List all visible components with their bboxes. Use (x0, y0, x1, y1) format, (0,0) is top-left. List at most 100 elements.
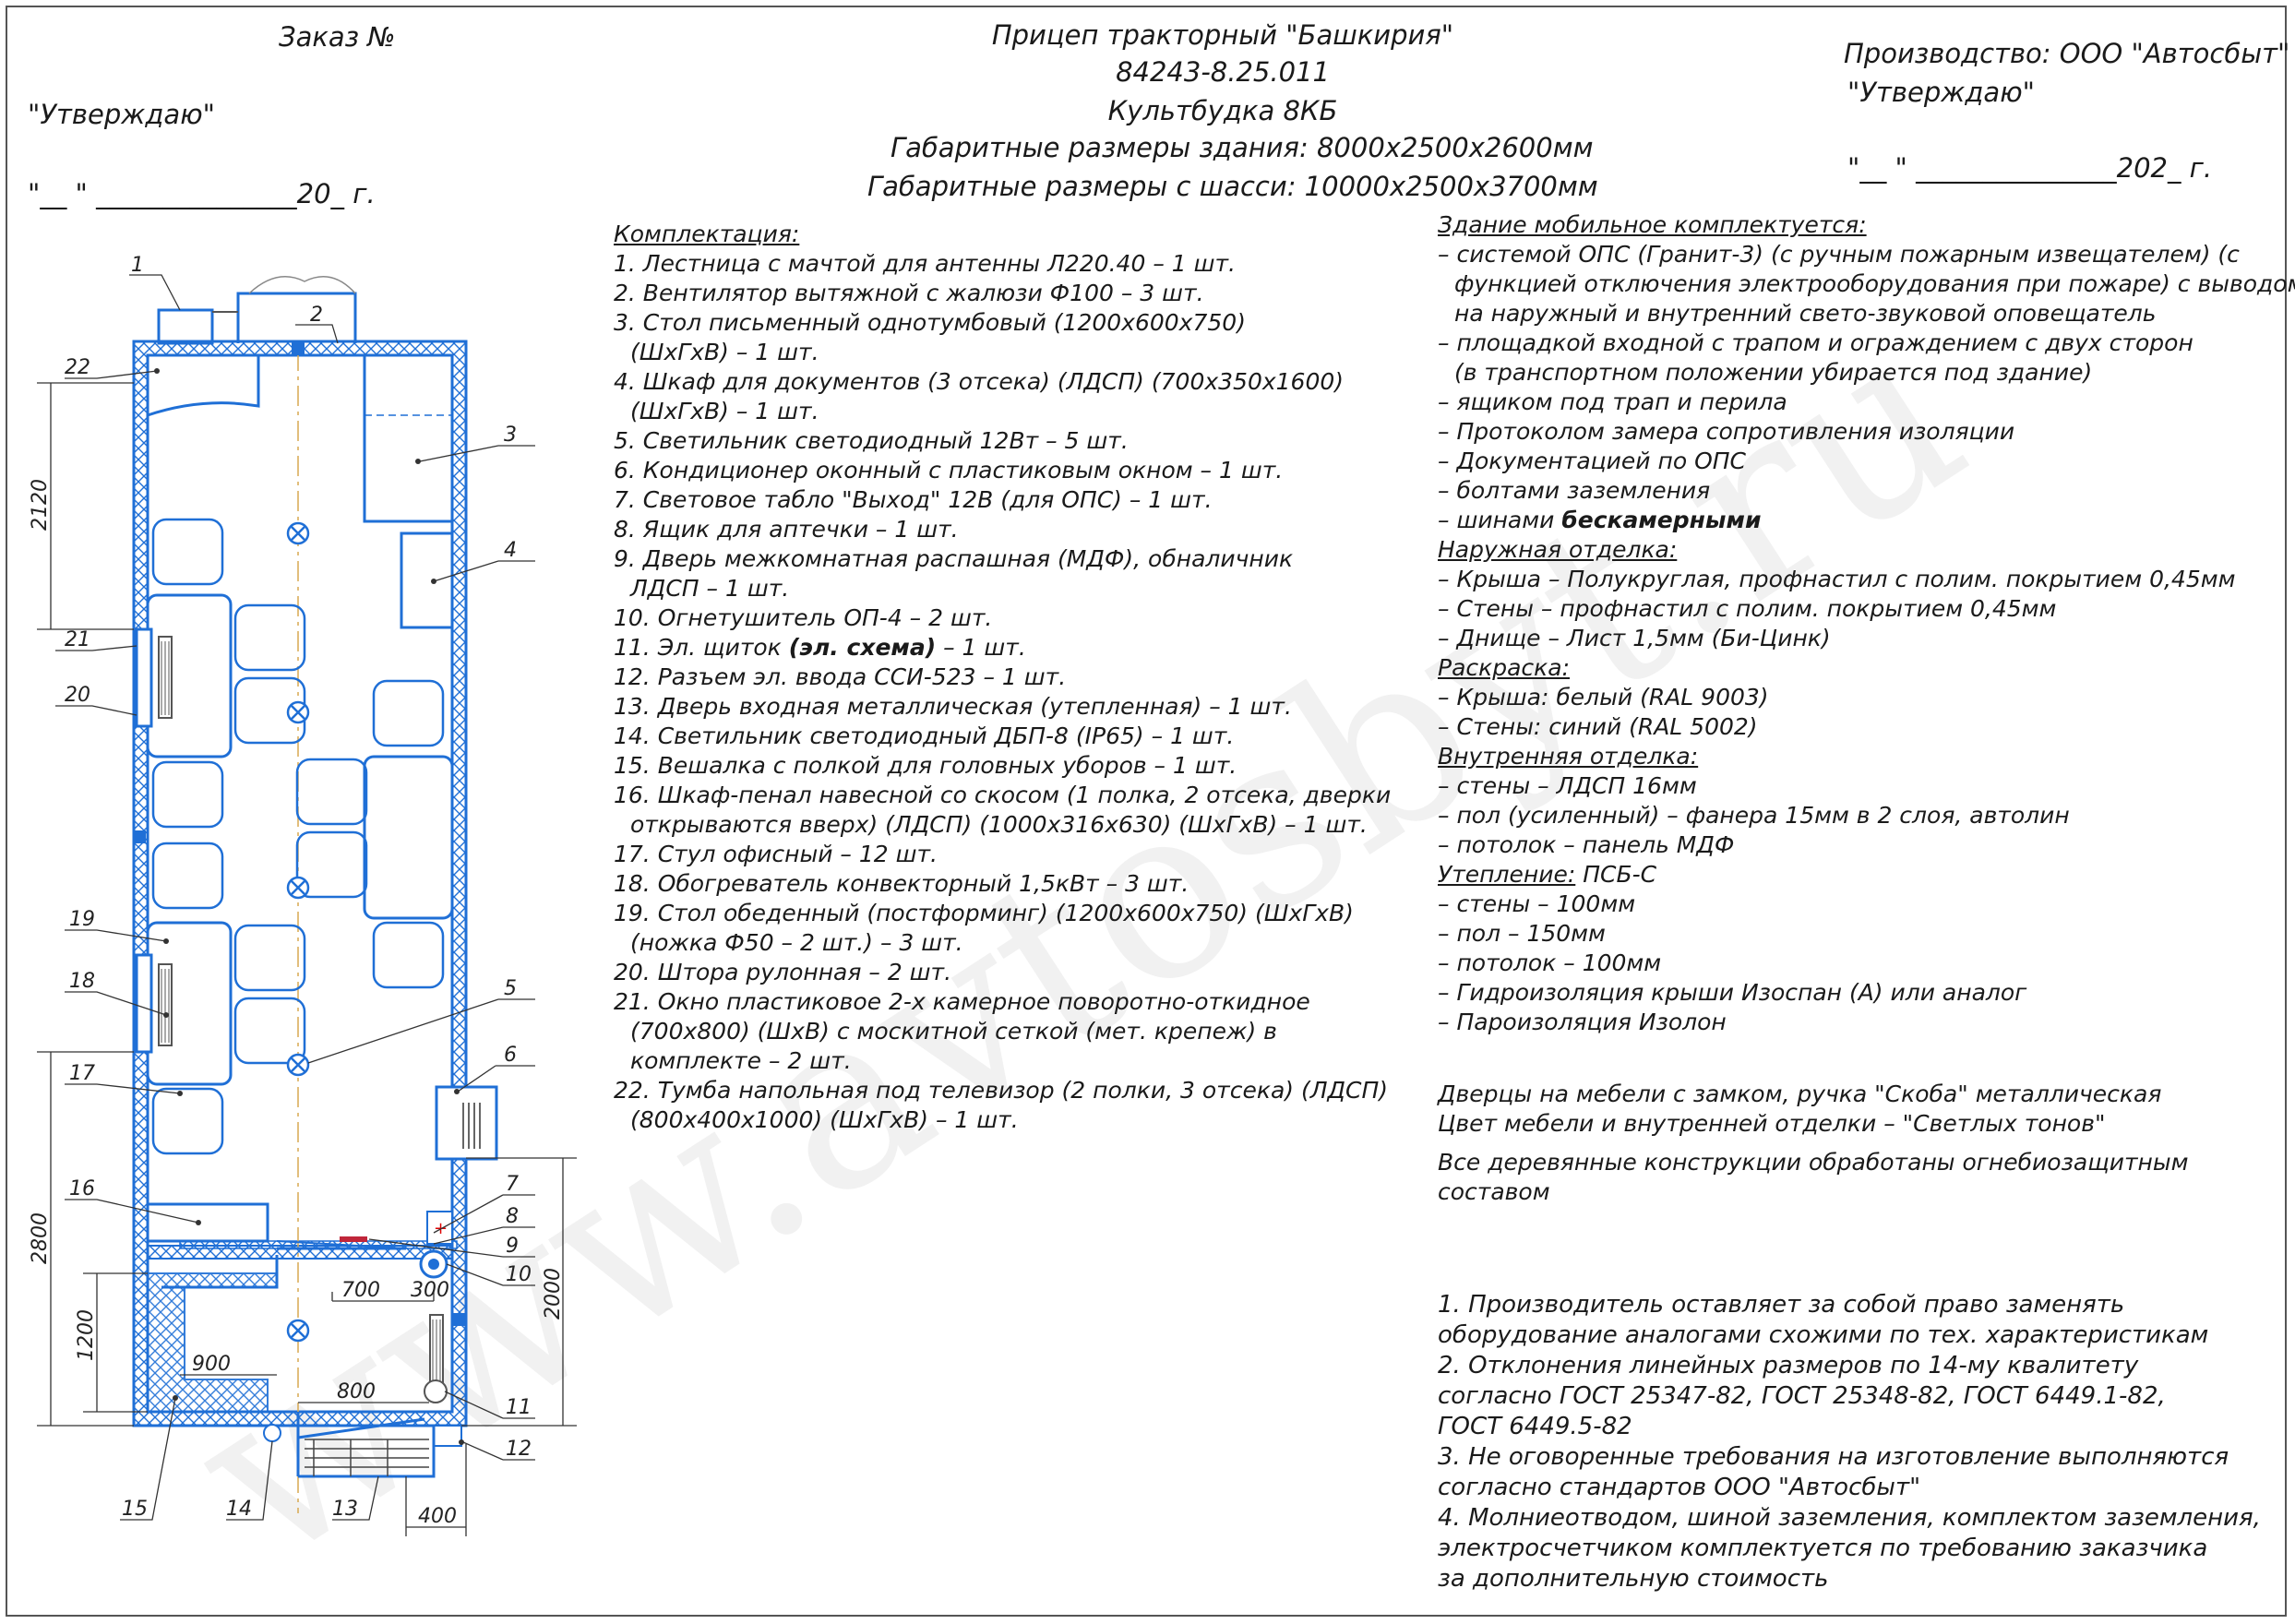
dims-building: Габаритные размеры здания: 8000x2500x260… (891, 132, 1594, 163)
list-item: 14. Светильник светодиодный ДБП-8 (IP65)… (614, 722, 1235, 749)
list-item: 21. Окно пластиковое 2-х камерное поворо… (614, 988, 1310, 1015)
callout-16: 16 (69, 1177, 95, 1200)
callout-4: 4 (504, 539, 517, 562)
spec-item: – Протоколом замера сопротивления изоляц… (1438, 418, 2015, 445)
remark-line: электросчетчиком комплектуется по требов… (1438, 1534, 2208, 1562)
approve-right: "Утверждаю" (1847, 77, 2035, 108)
list-item: открываются вверх) (ЛДСП) (1000x316x630)… (630, 811, 1368, 838)
dim-800: 800 (337, 1380, 376, 1403)
list-item: 3. Стол письменный однотумбовый (1200x60… (614, 309, 1246, 336)
spec-item: – пол – 150мм (1438, 920, 1606, 947)
list-item: (700x800) (ШxВ) с москитной сеткой (мет.… (630, 1018, 1277, 1045)
remark-line: оборудование аналогами схожими по тех. х… (1438, 1321, 2209, 1349)
name-line: Культбудка 8КБ (1107, 95, 1338, 126)
title-line: Прицеп тракторный "Башкирия" (991, 19, 1454, 51)
callout-20: 20 (65, 684, 90, 707)
list-item: (ножка Ф50 – 2 шт.) – 3 шт. (630, 929, 963, 956)
callout-7: 7 (506, 1173, 519, 1196)
list-item: 2. Вентилятор вытяжной с жалюзи Ф100 – 3… (614, 280, 1204, 306)
remark-line: 4. Молниеотводом, шиной заземления, комп… (1438, 1504, 2261, 1532)
callout-15: 15 (122, 1498, 148, 1521)
callout-numbers: 1 2 3 4 5 6 7 8 9 10 11 12 13 14 15 16 1… (65, 254, 532, 1521)
callout-17: 17 (69, 1062, 95, 1085)
dim-700: 700 (341, 1279, 380, 1302)
spec-item: – болтами заземления (1438, 477, 1711, 504)
list-item: 1. Лестница с мачтой для антенны Л220.40… (614, 250, 1236, 277)
spec-item: – Документацией по ОПС (1438, 448, 1746, 474)
remark-line: согласно ГОСТ 25347-82, ГОСТ 25348-82, Г… (1438, 1382, 2166, 1410)
list-item: 19. Стол обеденный (постформинг) (1200x6… (614, 900, 1354, 926)
paint-title: Раскраска: (1438, 654, 1571, 681)
list-item: 9. Дверь межкомнатная распашная (МДФ), о… (614, 545, 1294, 572)
spec-item: – Гидроизоляция крыши Изоспан (А) или ан… (1438, 979, 2027, 1006)
note: Дверцы на мебели с замком, ручка "Скоба"… (1438, 1081, 2162, 1107)
callout-1: 1 (131, 254, 144, 277)
note: Цвет мебели и внутренней отделки – "Свет… (1438, 1110, 2106, 1137)
spec-item: – стены – ЛДСП 16мм (1438, 772, 1697, 799)
callout-13: 13 (332, 1498, 358, 1521)
spec-item: – шинами бескамерными (1438, 507, 1762, 533)
dim-1200: 1200 (75, 1309, 98, 1361)
list-item: 7. Световое табло "Выход" 12В (для ОПС) … (614, 486, 1213, 513)
callout-leaders (55, 274, 535, 1521)
steps (305, 1439, 429, 1476)
callout-10: 10 (506, 1263, 532, 1286)
callout-5: 5 (504, 977, 517, 1000)
list-item: 11. Эл. щиток (эл. схема) – 1 шт. (614, 634, 1026, 661)
drawing-sheet (6, 6, 2287, 1617)
specs-list: Здание мобильное комплектуется: – систем… (1438, 210, 2295, 1037)
list-item: 22. Тумба напольная под телевизор (2 пол… (614, 1077, 1389, 1104)
note: Все деревянные конструкции обработаны ог… (1438, 1149, 2189, 1176)
list-item: 17. Стул офисный – 12 шт. (614, 841, 938, 867)
remark-line: 2. Отклонения линейных размеров по 14-му… (1438, 1352, 2139, 1379)
callout-19: 19 (69, 908, 95, 931)
list-item: 13. Дверь входная металлическая (утеплен… (614, 693, 1292, 720)
list-item: 8. Ящик для аптечки – 1 шт. (614, 516, 959, 543)
spec-item: – потолок – 100мм (1438, 949, 1662, 976)
ladder-mast (157, 276, 357, 345)
remark-line: 3. Не оговоренные требования на изготовл… (1438, 1443, 2229, 1471)
dimension-lines (37, 382, 577, 1536)
list-item: (800x400x1000) (ШxГxВ) – 1 шт. (630, 1106, 1019, 1133)
insul-header: Утепление: ПСБ-С (1438, 861, 1657, 888)
approve-left: "Утверждаю" (28, 99, 215, 130)
remarks: 1. Производитель оставляет за собой прав… (1438, 1290, 2261, 1594)
equipment-title: Комплектация: (614, 221, 800, 247)
outer-title: Наружная отделка: (1438, 536, 1678, 563)
list-item: 12. Разъем эл. ввода ССИ-523 – 1 шт. (614, 663, 1067, 690)
notes: Дверцы на мебели с замком, ручка "Скоба"… (1438, 1080, 2189, 1207)
spec-item: – Крыша – Полукруглая, профнастил с поли… (1438, 566, 2236, 592)
dim-2120: 2120 (29, 479, 52, 531)
order-number: Заказ № (279, 21, 396, 53)
callout-6: 6 (504, 1044, 517, 1067)
callout-22: 22 (65, 356, 90, 379)
dim-2000: 2000 (542, 1268, 565, 1320)
spec-item: – Пароизоляция Изолон (1438, 1009, 1727, 1035)
spec-item: – Стены: синий (RAL 5002) (1438, 713, 1758, 740)
equipment-list: Комплектация: 1. Лестница с мачтой для а… (614, 220, 1391, 1135)
list-item: 10. Огнетушитель ОП-4 – 2 шт. (614, 604, 993, 631)
callout-8: 8 (506, 1205, 519, 1228)
spec-item: – площадкой входной с трапом и ограждени… (1438, 329, 2193, 356)
date-line-left: "__ " _______________20_ г. (28, 178, 376, 209)
list-item: ЛДСП – 1 шт. (630, 575, 790, 602)
spec-item: – стены – 100мм (1438, 890, 1636, 917)
callout-9: 9 (506, 1235, 519, 1258)
remark-line: 1. Производитель оставляет за собой прав… (1438, 1291, 2125, 1319)
callout-3: 3 (504, 424, 517, 447)
remark-line: ГОСТ 6449.5-82 (1438, 1413, 1632, 1440)
callout-2: 2 (310, 304, 323, 327)
date-line-right: "__ " _______________202_ г. (1847, 152, 2213, 184)
list-item: (ШxГxВ) – 1 шт. (630, 339, 819, 365)
spec-item: на наружный и внутренний свето-звуковой … (1454, 300, 2157, 327)
dim-400: 400 (418, 1505, 457, 1528)
windows (135, 627, 153, 1054)
spec-item: – пол (усиленный) – фанера 15мм в 2 слоя… (1438, 802, 2070, 829)
list-item: 5. Светильник светодиодный 12Вт – 5 шт. (614, 427, 1129, 454)
dim-300: 300 (411, 1279, 449, 1302)
callout-18: 18 (69, 970, 95, 993)
model-line: 84243-8.25.011 (1116, 56, 1330, 88)
spec-item: – потолок – панель МДФ (1438, 831, 1735, 858)
producer: Производство: ООО "Автосбыт" (1844, 38, 2290, 69)
